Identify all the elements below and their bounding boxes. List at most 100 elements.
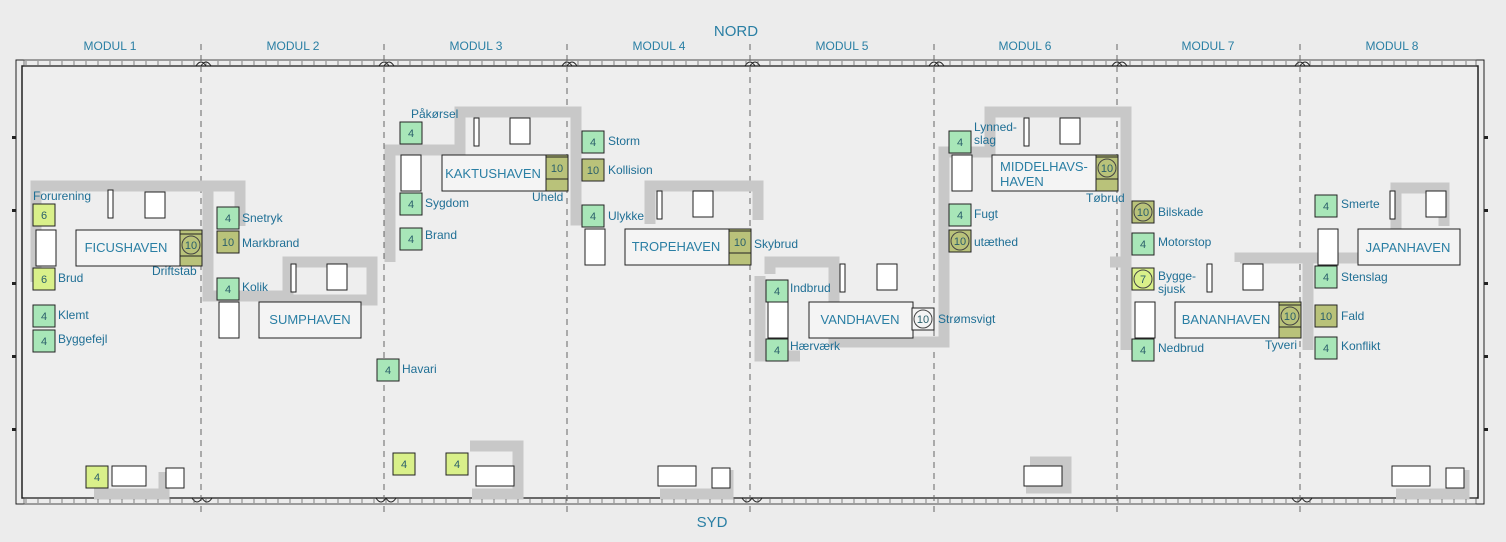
marker-value: 4 xyxy=(41,311,47,323)
marker-value: 10 xyxy=(1284,311,1296,323)
marker-box xyxy=(1314,304,1338,328)
marker-label: Smerte xyxy=(1341,197,1380,211)
marker-label: Hærværk xyxy=(790,339,841,353)
wall-tick xyxy=(1484,282,1488,285)
module-label: MODUL 8 xyxy=(1366,39,1419,53)
marker-value: 4 xyxy=(590,137,596,149)
marker-value: 4 xyxy=(1323,343,1329,355)
garden-sumphaven: SUMPHAVEN xyxy=(269,312,350,327)
marker-value: 4 xyxy=(385,365,391,377)
wall-tick xyxy=(12,282,16,285)
marker-label: Sygdom xyxy=(425,196,469,210)
marker-box xyxy=(1314,265,1338,289)
marker-value: 6 xyxy=(41,210,47,222)
marker-ring xyxy=(950,231,970,251)
marker-value: 10 xyxy=(551,163,563,175)
wall-tick xyxy=(1484,136,1488,139)
marker-label: Uheld xyxy=(532,190,563,204)
marker-box xyxy=(581,158,605,182)
marker-box xyxy=(376,358,400,382)
marker-label: Markbrand xyxy=(242,236,299,250)
marker-label: Lynned-slag xyxy=(974,120,1017,147)
marker-box xyxy=(1131,338,1155,362)
marker-box xyxy=(765,279,789,303)
marker-value: 4 xyxy=(408,128,414,140)
module-label: MODUL 1 xyxy=(84,39,137,53)
marker-box xyxy=(765,338,789,362)
marker-label: Kollision xyxy=(608,163,653,177)
staircases xyxy=(107,117,1465,489)
marker-value: 10 xyxy=(1320,311,1332,323)
marker-ring xyxy=(1133,269,1153,289)
marker-value: 10 xyxy=(222,237,234,249)
marker-box xyxy=(1278,304,1302,328)
garden-tropehaven: TROPEHAVEN xyxy=(632,239,721,254)
module-label: MODUL 5 xyxy=(816,39,869,53)
marker-label: Konflikt xyxy=(1341,339,1381,353)
module-label: MODUL 3 xyxy=(450,39,503,53)
marker-value: 4 xyxy=(1140,345,1146,357)
wall-tick xyxy=(1484,209,1488,212)
marker-value: 4 xyxy=(408,234,414,246)
marker-value: 4 xyxy=(1323,201,1329,213)
wall-tick xyxy=(1484,428,1488,431)
marker-box xyxy=(545,156,569,180)
wall-tick xyxy=(1484,355,1488,358)
marker-value: 4 xyxy=(774,345,780,357)
marker-box xyxy=(1314,194,1338,218)
marker-value: 4 xyxy=(401,459,407,471)
marker-value: 10 xyxy=(954,236,966,248)
marker-box xyxy=(1131,232,1155,256)
marker-box xyxy=(445,452,469,476)
marker-box xyxy=(179,233,203,257)
marker-box xyxy=(948,229,972,253)
marker-label: Nedbrud xyxy=(1158,341,1204,355)
marker-box xyxy=(948,203,972,227)
marker-label: Skybrud xyxy=(754,237,798,251)
wall-tick xyxy=(12,209,16,212)
marker-label: Fald xyxy=(1341,309,1364,323)
marker-box xyxy=(1095,156,1119,180)
garden-vandhaven: VANDHAVEN xyxy=(821,312,900,327)
marker-box xyxy=(581,204,605,228)
marker-value: 10 xyxy=(917,314,929,326)
marker-box xyxy=(399,227,423,251)
wall-tick xyxy=(12,428,16,431)
marker-value: 4 xyxy=(41,336,47,348)
marker-box xyxy=(948,130,972,154)
module-label: MODUL 2 xyxy=(267,39,320,53)
marker-label: Forurening xyxy=(33,189,91,203)
module-label: MODUL 7 xyxy=(1182,39,1235,53)
marker-label: Kolik xyxy=(242,280,269,294)
marker-ring xyxy=(913,309,933,329)
marker-box xyxy=(392,452,416,476)
marker-box xyxy=(216,277,240,301)
marker-ring xyxy=(1097,158,1117,178)
wall-tick xyxy=(12,355,16,358)
marker-value: 6 xyxy=(41,274,47,286)
marker-box xyxy=(32,304,56,328)
module-dividers xyxy=(200,44,1301,516)
marker-box xyxy=(32,329,56,353)
marker-value: 4 xyxy=(454,459,460,471)
module-label: MODUL 6 xyxy=(999,39,1052,53)
marker-label: Motorstop xyxy=(1158,235,1212,249)
marker-value: 10 xyxy=(1101,163,1113,175)
marker-label: utæthed xyxy=(974,235,1018,249)
marker-label: Fugt xyxy=(974,207,999,221)
garden-bananhaven: BANANHAVEN xyxy=(1182,312,1271,327)
marker-ring xyxy=(181,235,201,255)
marker-box xyxy=(1131,200,1155,224)
marker-value: 4 xyxy=(408,199,414,211)
marker-value: 7 xyxy=(1140,274,1146,286)
marker-value: 4 xyxy=(225,284,231,296)
north-label: NORD xyxy=(714,23,758,40)
marker-box xyxy=(32,203,56,227)
garden-middelhavshaven: MIDDELHAVS-HAVEN xyxy=(1000,159,1088,189)
marker-box xyxy=(1131,267,1155,291)
marker-box xyxy=(1314,336,1338,360)
marker-value: 4 xyxy=(590,211,596,223)
marker-box xyxy=(399,121,423,145)
marker-box xyxy=(216,206,240,230)
